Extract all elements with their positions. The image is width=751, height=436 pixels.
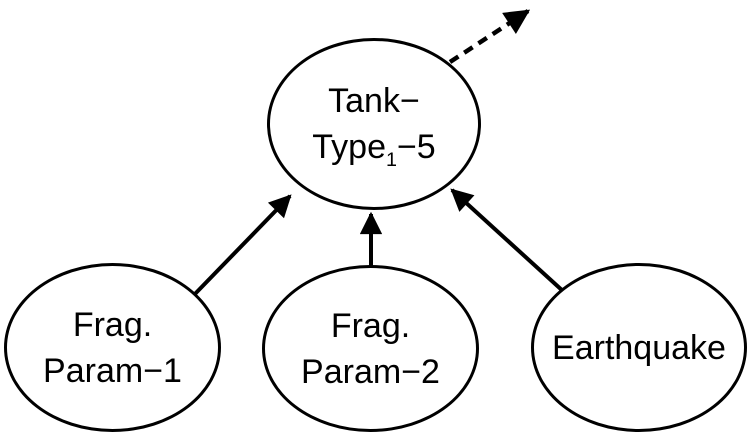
node-earthquake: Earthquake (531, 263, 747, 432)
edge-frag-param-1-to-tank (190, 194, 292, 299)
node-tank-type-1-5: Tank− Type1−5 (267, 38, 481, 210)
edge-tank-to-external-dashed (448, 9, 531, 64)
node-frag-param-2: Frag. Param−2 (262, 265, 479, 432)
node-frag-param-2-label: Frag. Param−2 (301, 306, 440, 391)
node-frag-param-1-label: Frag. Param−1 (43, 305, 182, 390)
tank-subscript: 1 (385, 148, 397, 171)
node-frag-param-1: Frag. Param−1 (4, 263, 221, 432)
node-tank-type-1-5-label: Tank− Type1−5 (312, 82, 436, 171)
node-earthquake-label: Earthquake (552, 328, 726, 367)
edge-earthquake-to-tank (450, 188, 566, 294)
